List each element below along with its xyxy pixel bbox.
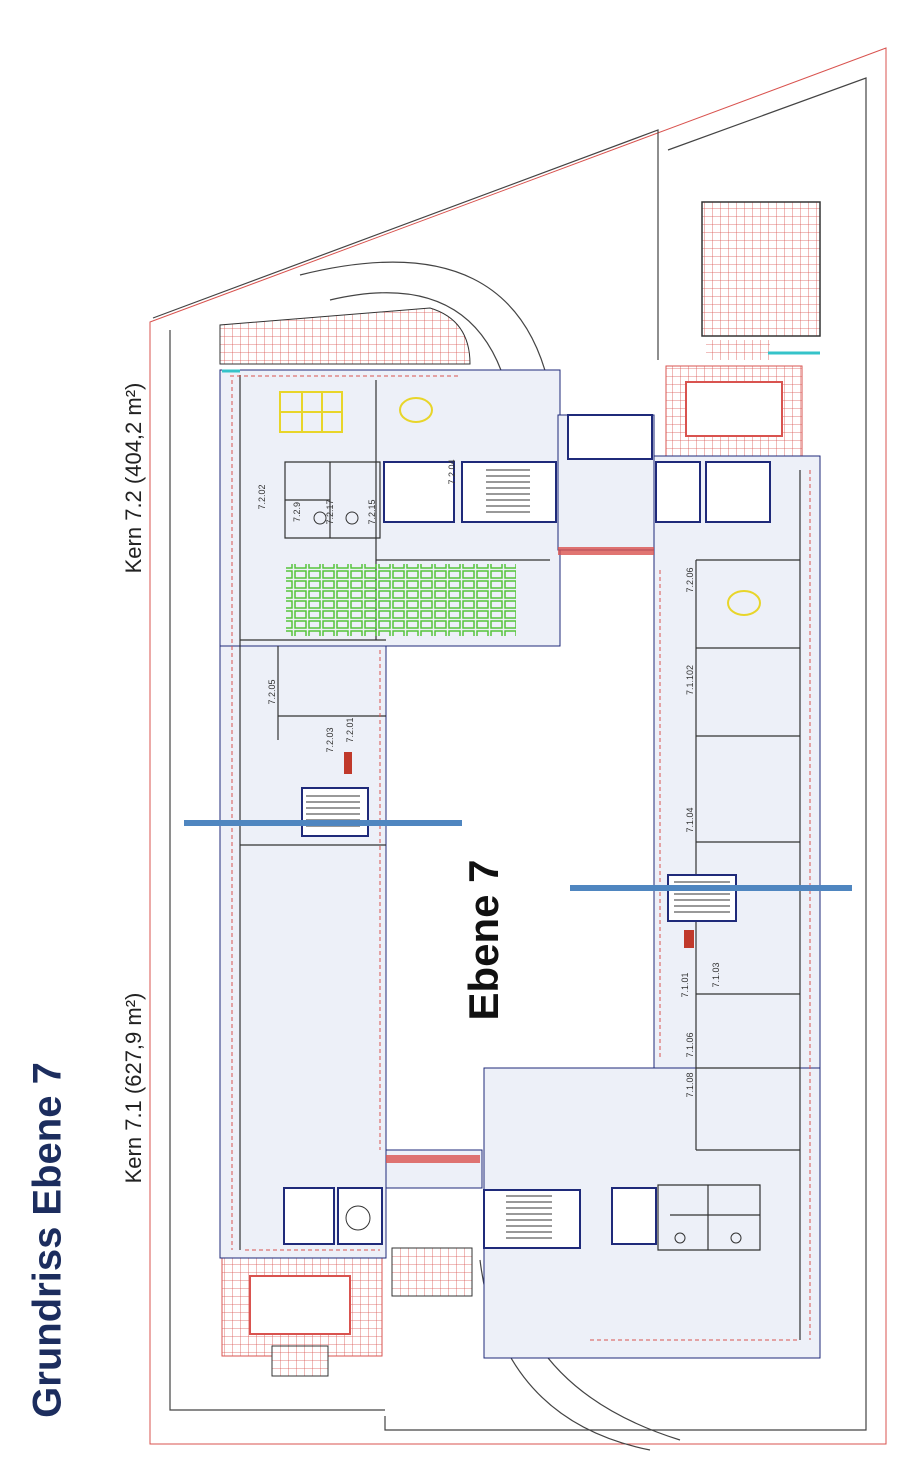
room-label: 7.2.02 <box>257 484 267 510</box>
meeting-tables <box>279 391 761 616</box>
stairs <box>306 469 730 1239</box>
facade-windows <box>230 375 811 1341</box>
window-markers <box>222 351 820 373</box>
room-label: 7.2.15 <box>367 499 377 525</box>
terraces <box>219 201 821 1377</box>
section-lines <box>184 820 852 891</box>
stair-cores <box>283 414 771 1249</box>
room-label: 7.1.03 <box>711 962 721 988</box>
room-label: 7.1.04 <box>685 807 695 833</box>
room-label: 7.2.17 <box>325 499 335 525</box>
level-label: Ebene 7 <box>460 859 507 1021</box>
site-boundary <box>149 47 887 1451</box>
room-label: 7.1.06 <box>685 1032 695 1058</box>
bridge-south <box>386 1155 480 1163</box>
seating-rows <box>286 564 516 636</box>
room-label: 7.2.9 <box>292 501 302 523</box>
room-label: 7.1.01 <box>680 972 690 998</box>
core-label-7-1: Kern 7.1 (627,9 m²) <box>121 992 146 1184</box>
core-label-7-2: Kern 7.2 (404,2 m²) <box>121 382 146 574</box>
room-label: 7.1.08 <box>685 1072 695 1098</box>
page-title: Grundriss Ebene 7 <box>25 1062 70 1418</box>
sanitary-fixtures <box>313 511 742 1244</box>
room-label: 7.2.05 <box>267 679 277 705</box>
room-label: 7.1.102 <box>685 664 695 696</box>
bridge-north <box>558 547 654 555</box>
shaft-markers <box>344 752 694 948</box>
room-label: 7.2.06 <box>685 567 695 593</box>
room-label: 7.2.03 <box>325 727 335 753</box>
room-label: 7.2.01 <box>345 717 355 743</box>
room-label: 7.2.04 <box>447 459 457 485</box>
